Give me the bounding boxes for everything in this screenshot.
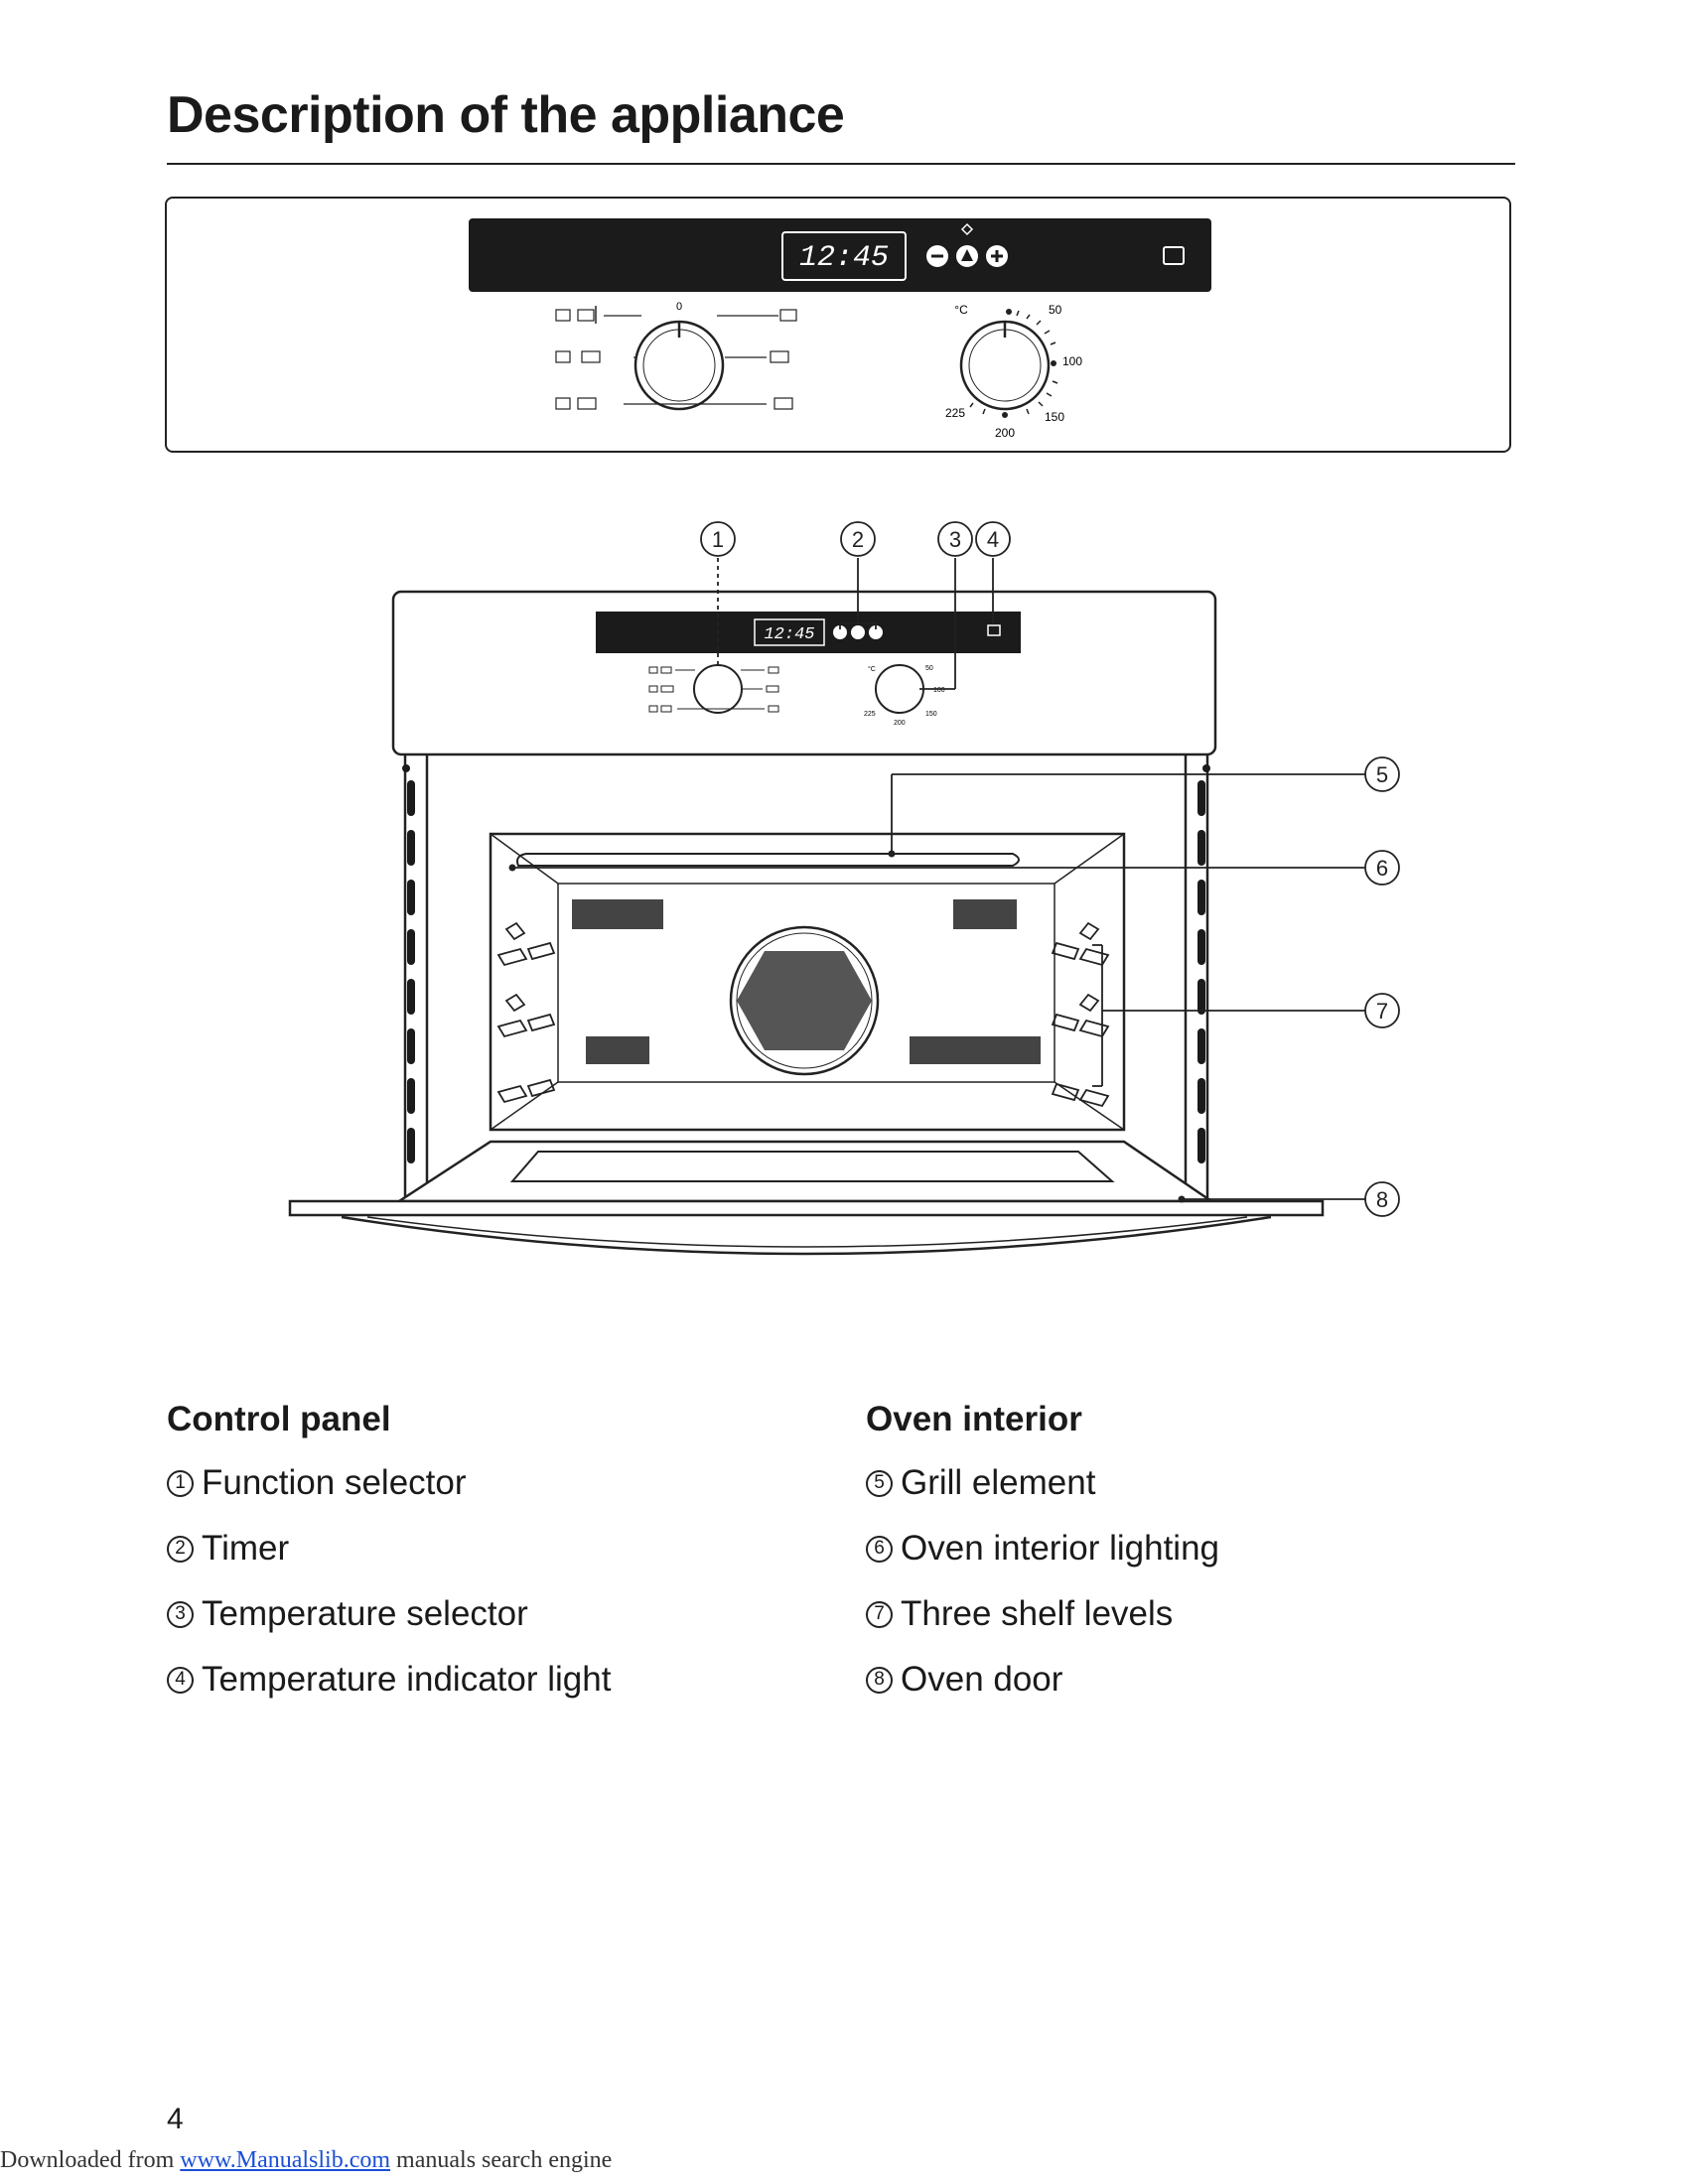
callout-3: 3 [949, 527, 961, 552]
legend-item: 8 Oven door [866, 1660, 1062, 1700]
legend-item: 3 Temperature selector [167, 1594, 528, 1634]
svg-text:225: 225 [864, 711, 876, 718]
callout-8: 8 [1376, 1187, 1388, 1212]
fan-cover [729, 925, 880, 1076]
callout-lines [512, 558, 1365, 1200]
temperature-scale-ticks [969, 310, 1058, 415]
callout-2: 2 [852, 527, 864, 552]
oven-interior-heading: Oven interior [866, 1400, 1082, 1438]
oven-function-knob [693, 664, 743, 714]
temperature-indicator-light-icon [1163, 246, 1185, 265]
svg-text:100: 100 [933, 687, 945, 694]
grill-element [516, 853, 1020, 867]
oven-time-text: 12:45 [764, 625, 814, 644]
oven-back-wall [557, 883, 1055, 1083]
control-panel-illustration: 12:45 0 [165, 197, 1511, 453]
svg-text:50: 50 [925, 665, 933, 672]
page-number: 4 [167, 2103, 184, 2135]
title-divider [167, 163, 1515, 165]
svg-text:150: 150 [925, 711, 937, 718]
oven-temperature-knob [875, 664, 924, 714]
panel-temp-50: 50 [1049, 303, 1062, 317]
panel-temp-200: 200 [995, 426, 1015, 440]
legend-item: 2 Timer [167, 1529, 289, 1569]
function-symbols-right [770, 309, 797, 410]
side-rail-slots [402, 764, 1210, 1163]
shelf-runners [496, 921, 1110, 1108]
callout-6: 6 [1376, 856, 1388, 881]
page-title: Description of the appliance [167, 86, 845, 144]
function-symbols-left [555, 309, 601, 410]
oven-display-strip [596, 612, 1021, 653]
svg-text:200: 200 [894, 720, 906, 727]
callout-5: 5 [1376, 762, 1388, 787]
panel-temp-100: 100 [1062, 354, 1082, 368]
panel-display-strip [469, 218, 1211, 292]
oven-front-illustration: 12:45 °C 50 100 150 200 225 [288, 521, 1400, 1256]
legend-item: 4 Temperature indicator light [167, 1660, 611, 1700]
panel-time-text: 12:45 [799, 241, 889, 275]
panel-temp-225: 225 [945, 406, 965, 420]
control-panel-drawing: 12:45 0 [469, 218, 1211, 440]
legend-item: 1 Function selector [167, 1463, 467, 1503]
panel-time-display [781, 231, 907, 281]
manualslib-link[interactable]: www.Manualslib.com [180, 2147, 391, 2173]
control-panel-heading: Control panel [167, 1400, 391, 1438]
function-zero-label: 0 [676, 301, 682, 313]
svg-text:°C: °C [868, 665, 876, 673]
panel-temp-unit: °C [954, 303, 968, 317]
fan-grille [737, 951, 872, 1050]
legend-item: 7 Three shelf levels [866, 1594, 1173, 1634]
callout-4: 4 [987, 527, 999, 552]
oven-cavity [489, 832, 1126, 1132]
callout-7: 7 [1376, 999, 1388, 1024]
legend-item: 5 Grill element [866, 1463, 1095, 1503]
callout-1: 1 [712, 527, 724, 552]
oven-door [288, 1140, 1325, 1256]
panel-temp-150: 150 [1045, 410, 1064, 424]
oven-control-housing [391, 590, 1217, 756]
legend-item: 6 Oven interior lighting [866, 1529, 1219, 1569]
download-footer: Downloaded from www.Manualslib.com manua… [0, 2147, 613, 2173]
